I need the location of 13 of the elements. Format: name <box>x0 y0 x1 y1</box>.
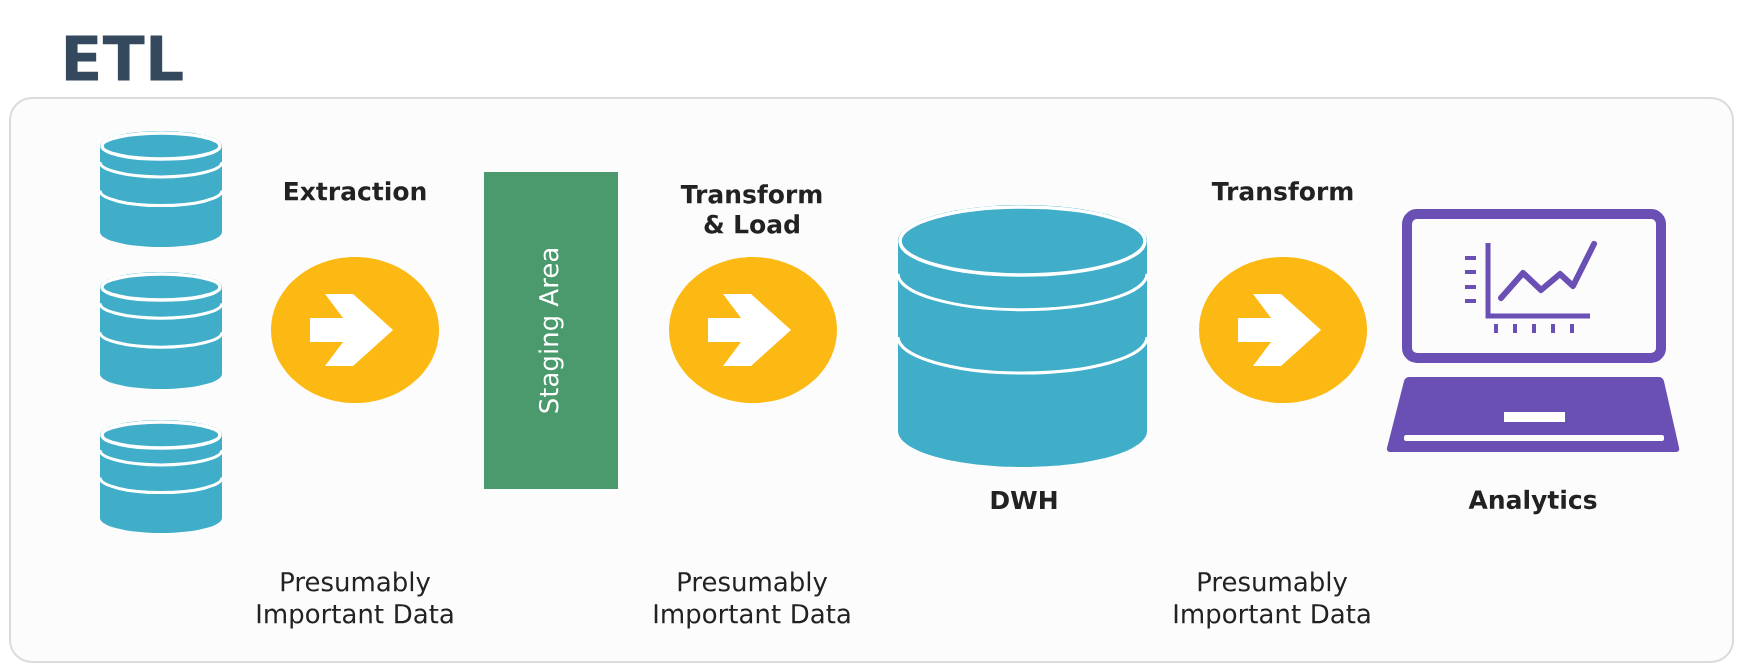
step-heading: Extraction <box>284 181 426 201</box>
staging-box: Staging Area <box>484 172 618 489</box>
database-cylinder <box>98 131 224 247</box>
step-heading: DWH <box>991 490 1057 510</box>
database-cylinder <box>98 272 224 389</box>
title: ETL <box>65 35 183 81</box>
database-cylinder <box>98 420 224 533</box>
step-heading: Transform & Load <box>680 184 822 234</box>
step-note: Presumably Important Data <box>1174 571 1370 629</box>
step-note: Presumably Important Data <box>257 571 453 629</box>
step-note: Presumably Important Data <box>654 571 850 629</box>
step-heading: Analytics <box>1468 489 1597 515</box>
step-heading: Transform <box>1211 181 1353 201</box>
